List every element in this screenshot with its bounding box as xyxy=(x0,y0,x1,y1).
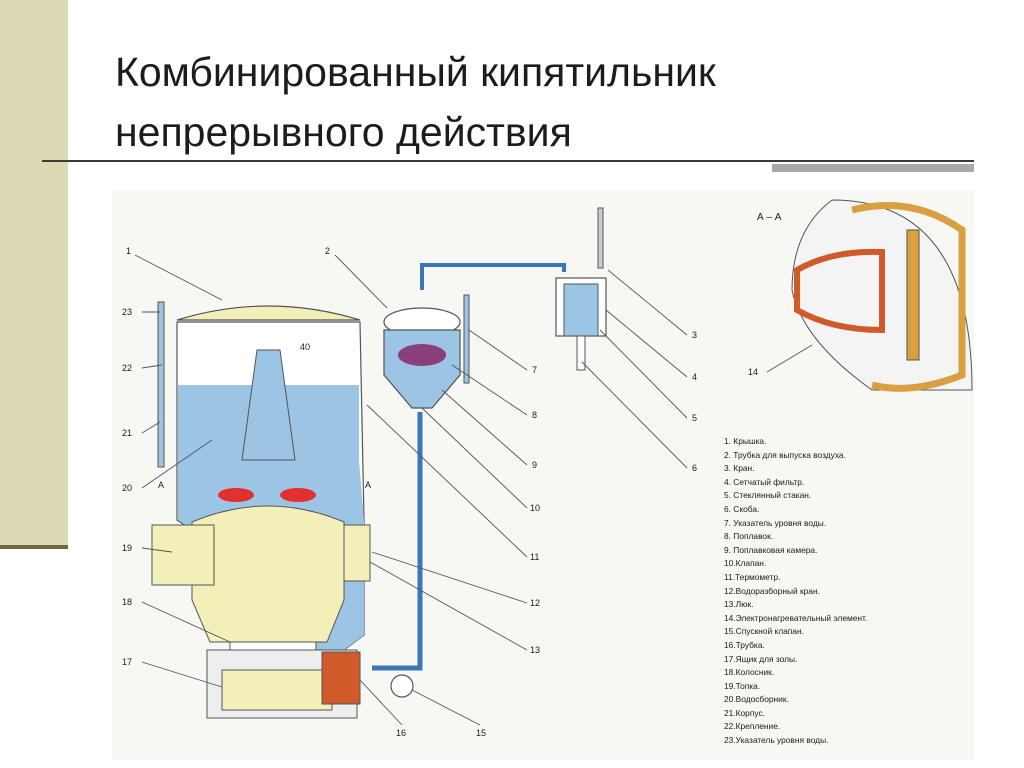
legend: 1. Крышка. 2. Трубка для выпуска воздуха… xyxy=(724,435,964,748)
legend-item: 20.Водосборник. xyxy=(724,694,789,705)
title-rule xyxy=(42,160,974,162)
label-14: 14 xyxy=(748,367,758,377)
section-label: А – А xyxy=(757,212,782,223)
clamp xyxy=(576,335,586,371)
heating-element-right xyxy=(280,488,316,502)
legend-item: 23.Указатель уровня воды. xyxy=(724,735,829,746)
label-3: 3 xyxy=(692,330,697,340)
leader-lines xyxy=(134,254,813,726)
section-marker-right: А xyxy=(365,480,371,490)
heater-coil xyxy=(794,248,885,334)
legend-item: 19.Топка. xyxy=(724,680,761,691)
title-line-1: Комбинированный кипятильник xyxy=(115,49,716,95)
legend-item: 12.Водоразборный кран. xyxy=(724,585,820,596)
label-8: 8 xyxy=(532,410,537,420)
legend-item: 15.Спускной клапан. xyxy=(724,626,804,637)
supply-pipe xyxy=(372,412,423,671)
legend-item: 6. Скоба. xyxy=(724,503,760,514)
legend-item: 4. Сетчатый фильтр. xyxy=(724,476,805,487)
legend-item: 1. Крышка. xyxy=(724,436,767,446)
legend-item: 5. Стеклянный стакан. xyxy=(724,490,812,501)
left-decorative-band xyxy=(0,0,68,545)
label-6: 6 xyxy=(692,463,697,473)
firebox-door xyxy=(151,524,215,586)
firebox xyxy=(191,505,345,643)
legend-item: 13.Люк. xyxy=(724,599,754,610)
label-13: 13 xyxy=(530,645,540,655)
float xyxy=(398,344,446,366)
label-2: 2 xyxy=(325,246,330,256)
valve-handle xyxy=(597,207,604,269)
title-rule-accent xyxy=(772,164,974,172)
legend-item: 9. Поплавковая камера. xyxy=(724,544,818,555)
heater-flange xyxy=(906,229,920,361)
label-20: 20 xyxy=(122,483,132,493)
air-vent-pipe xyxy=(420,263,566,290)
boiler-diagram: 1 2 3 4 5 6 7 8 9 10 11 12 13 14 15 16 1… xyxy=(112,190,974,760)
legend-item: 22.Крепление. xyxy=(724,721,781,732)
slide-title: Комбинированный кипятильник непрерывного… xyxy=(115,42,995,162)
legend-item: 16.Трубка. xyxy=(724,639,765,650)
legend-item: 7. Указатель уровня воды. xyxy=(724,517,827,528)
label-10: 10 xyxy=(530,503,540,513)
label-11: 11 xyxy=(530,552,539,562)
grate xyxy=(229,641,317,651)
section-wall xyxy=(851,202,966,392)
legend-item: 2. Трубка для выпуска воздуха. xyxy=(724,449,846,460)
mesh-filter xyxy=(563,283,599,337)
boiler-drawing: 1 2 3 4 5 6 7 8 9 10 11 12 13 14 15 16 1… xyxy=(112,190,974,760)
legend-item: 11.Термометр. xyxy=(724,571,781,582)
legend-item: 8. Поплавок. xyxy=(724,531,774,542)
legend-item: 17.Ящик для золы. xyxy=(724,653,798,664)
label-9: 9 xyxy=(532,460,537,470)
left-band-edge xyxy=(0,545,68,549)
legend-item: 14.Электронагревательный элемент. xyxy=(724,612,868,623)
title-line-2: непрерывного действия xyxy=(115,109,572,155)
label-17: 17 xyxy=(122,657,132,667)
heating-element-left xyxy=(218,488,254,502)
boiler-lid xyxy=(176,305,361,321)
drain-valve-housing xyxy=(321,651,361,705)
level-gauge-23 xyxy=(157,301,165,468)
legend-item: 10.Клапан. xyxy=(724,558,767,569)
central-cone xyxy=(241,349,296,461)
legend-item: 3. Кран. xyxy=(724,463,755,474)
label-22: 22 xyxy=(122,363,132,373)
dimension-label: 40 xyxy=(300,342,310,352)
label-19: 19 xyxy=(122,543,132,553)
label-7: 7 xyxy=(532,365,537,375)
label-5: 5 xyxy=(692,413,697,423)
label-18: 18 xyxy=(122,597,132,607)
label-4: 4 xyxy=(692,372,697,382)
label-23: 23 xyxy=(122,307,132,317)
section-marker-left: А xyxy=(158,480,164,490)
ash-box xyxy=(221,669,333,711)
label-12: 12 xyxy=(530,598,540,608)
access-hatch xyxy=(343,524,371,582)
label-16: 16 xyxy=(396,728,406,738)
level-gauge-7 xyxy=(463,294,470,384)
legend-item: 21.Корпус. xyxy=(724,707,765,718)
drain-valve xyxy=(390,674,414,698)
label-21: 21 xyxy=(122,428,132,438)
legend-item: 18.Колосник. xyxy=(724,667,775,678)
label-1: 1 xyxy=(126,246,131,256)
label-15: 15 xyxy=(476,728,486,738)
